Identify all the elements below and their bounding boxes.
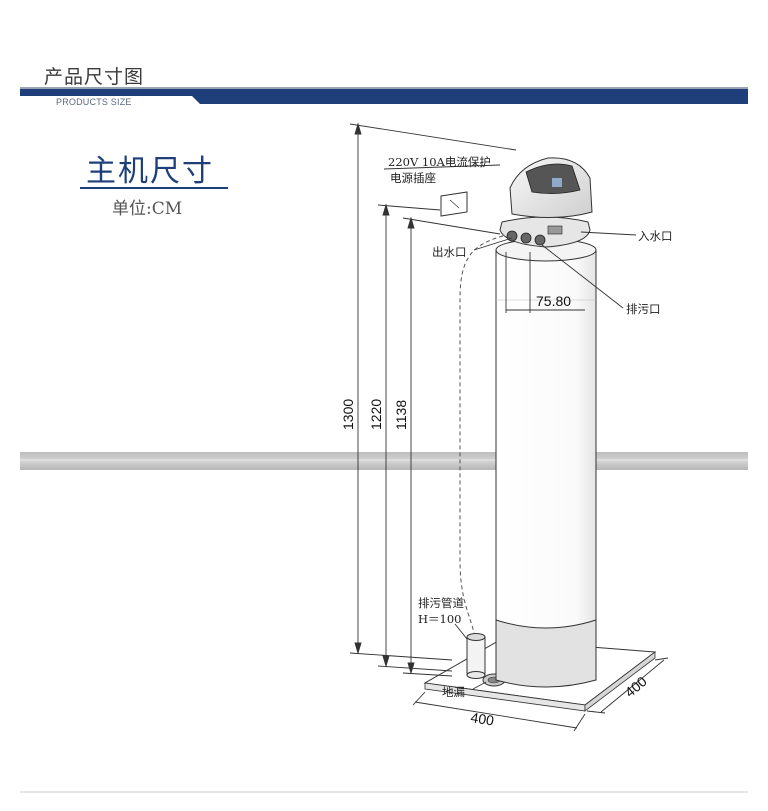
height-dimensions	[349, 122, 517, 677]
diameter-value: 75.80	[536, 293, 571, 309]
section-subtitle: PRODUCTS SIZE	[56, 97, 132, 107]
power-socket-icon	[440, 191, 468, 217]
inlet-label: 入水口	[638, 229, 673, 243]
outlet-label: 出水口	[432, 245, 467, 259]
section-title: 产品尺寸图	[44, 66, 145, 88]
power-socket-label: 220V 10A电流保护	[388, 155, 491, 169]
drain-hose-dashed	[459, 235, 504, 634]
header-band	[20, 87, 748, 104]
total-height-value: 1300	[340, 399, 356, 430]
floor-drain-label: 地漏	[442, 685, 465, 699]
unit-label: 单位:CM	[112, 199, 183, 219]
base-width-value: 400	[470, 709, 496, 728]
body-height-value: 1138	[393, 400, 409, 430]
page-header: 产品尺寸图 PRODUCTS SIZE	[0, 0, 768, 110]
main-title: 主机尺寸	[86, 154, 214, 189]
base-dimensions	[412, 657, 669, 732]
diameter-dimension	[505, 252, 585, 313]
drain-pipe-height-label: H＝100	[418, 612, 461, 626]
drain-pipe	[466, 633, 486, 679]
title-underline	[80, 187, 228, 189]
drain-port-label: 排污口	[626, 302, 661, 316]
separator-band	[20, 452, 748, 470]
tank-height-value: 1220	[368, 399, 384, 430]
softener-tank	[495, 238, 597, 688]
power-socket-label-2: 电源插座	[390, 171, 436, 185]
drain-pipe-label: 排污管道	[418, 596, 464, 610]
control-valve-head	[499, 157, 593, 248]
leader-lines	[383, 164, 637, 690]
